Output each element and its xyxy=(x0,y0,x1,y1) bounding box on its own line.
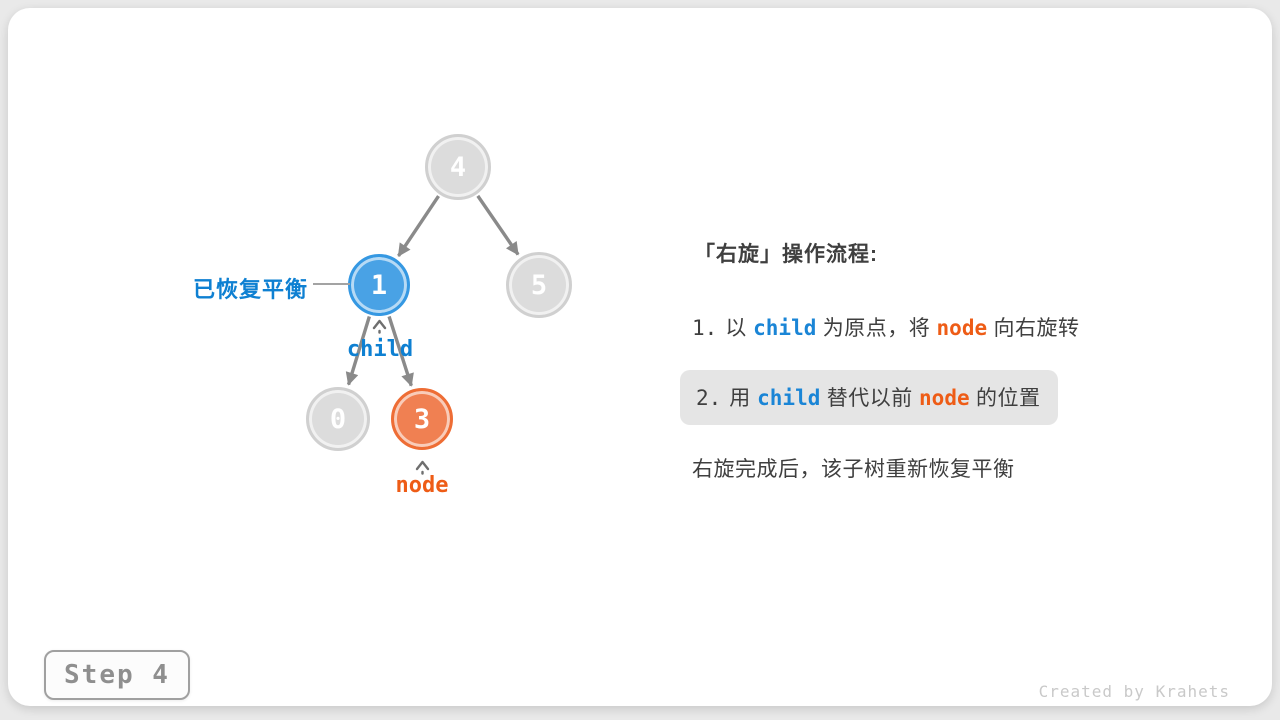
text-segment-code-blue: child xyxy=(757,386,821,410)
instruction-line-highlighted: 2. 用 child 替代以前 node 的位置 xyxy=(680,370,1059,425)
tree-node-1: 1 xyxy=(348,254,410,316)
text-segment-num: 2. xyxy=(696,386,722,410)
text-segment-code-orange: node xyxy=(936,316,988,340)
credit-text: Created by Krahets xyxy=(1038,682,1230,701)
tree-edges-layer xyxy=(345,194,520,387)
instruction-line: 1. 以 child 为原点，将 node 向右旋转 xyxy=(692,312,1079,342)
up-arrow-icon xyxy=(415,460,430,475)
tree-node-3: 3 xyxy=(391,388,453,450)
tree-node-0: 0 xyxy=(306,387,370,451)
panel-title: 「右旋」操作流程: xyxy=(694,243,878,266)
instruction-line: 右旋完成后，该子树重新恢复平衡 xyxy=(692,453,1015,483)
node-pointer-label: node xyxy=(395,473,449,498)
up-arrow-icon xyxy=(372,319,387,334)
text-segment-cn: 为原点，将 xyxy=(816,317,937,340)
child-pointer-label: child xyxy=(346,337,414,362)
text-segment-cn: 用 xyxy=(729,387,758,410)
text-segment-num: 1. xyxy=(692,316,718,340)
text-segment-cn: 替代以前 xyxy=(820,387,920,410)
step-badge-label: Step 4 xyxy=(64,660,170,690)
text-segment-code-orange: node xyxy=(919,386,970,410)
text-segment-cn: 以 xyxy=(725,317,754,340)
tree-node-5: 5 xyxy=(506,252,572,318)
balanced-label: 已恢复平衡 xyxy=(192,277,308,302)
tree-edge-4-1 xyxy=(397,195,440,257)
text-segment-cn: 右旋完成后，该子树重新恢复平衡 xyxy=(692,458,1015,481)
text-segment-code-blue: child xyxy=(753,316,817,340)
tree-edge-4-5 xyxy=(476,194,520,256)
step-badge: Step 4 xyxy=(44,650,190,700)
label-connector-line xyxy=(313,283,350,285)
text-segment-cn: 的位置 xyxy=(969,387,1041,410)
tree-node-4: 4 xyxy=(425,134,491,200)
text-segment-cn: 向右旋转 xyxy=(987,317,1080,340)
